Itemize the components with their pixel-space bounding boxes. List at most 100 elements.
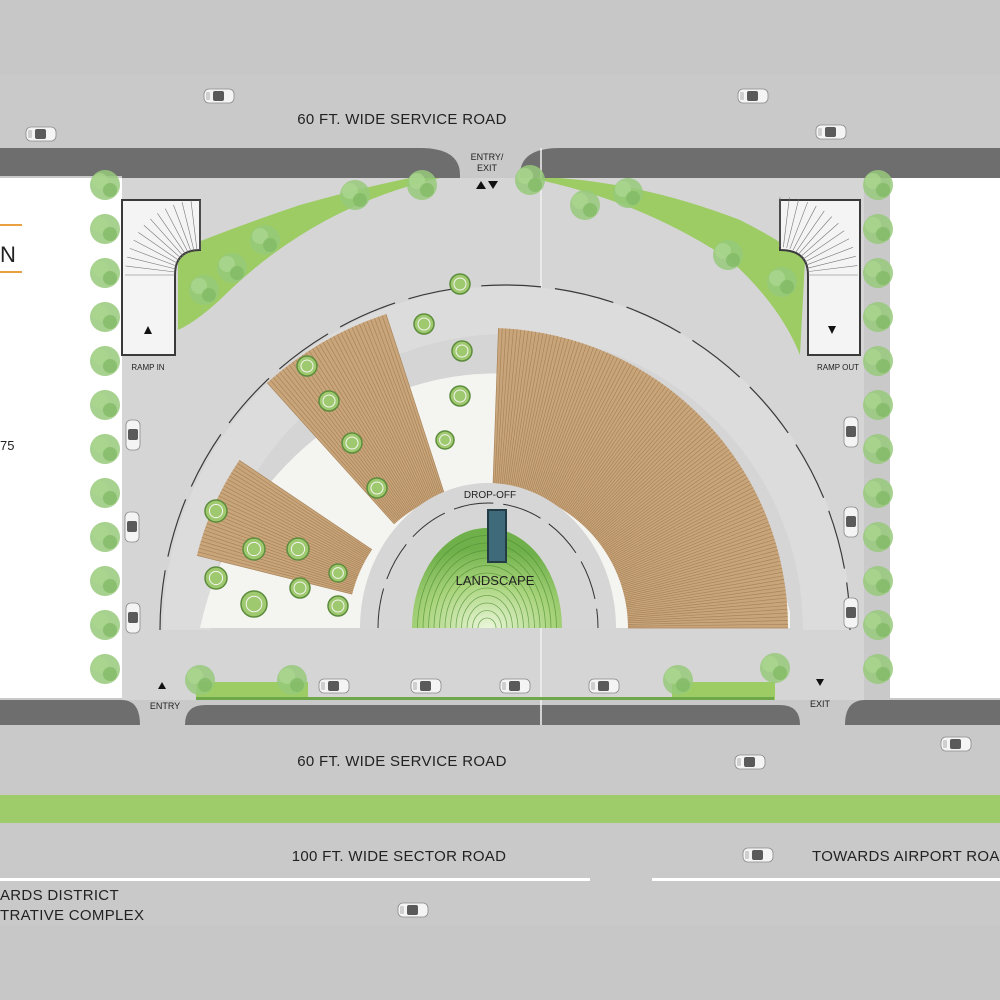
- tree-icon: [863, 214, 893, 244]
- planter: [286, 537, 310, 561]
- car-top-view-icon: [25, 126, 57, 142]
- tree-icon: [277, 665, 307, 695]
- water-feature: [487, 509, 507, 563]
- planter: [328, 563, 348, 583]
- car-top-view-icon: [737, 88, 769, 104]
- tree-icon: [713, 240, 743, 270]
- ramp-out-label: RAMP OUT: [817, 363, 859, 372]
- wood-sector-left: [196, 460, 372, 595]
- tree-icon: [613, 178, 643, 208]
- car-top-view-icon: [499, 678, 531, 694]
- tree-icon: [217, 253, 247, 283]
- entry-exit-label-2: EXIT: [477, 163, 498, 173]
- tree-icon: [90, 522, 120, 552]
- planter: [366, 477, 388, 499]
- tree-icon: [90, 566, 120, 596]
- side-fragment-n: N: [0, 242, 16, 267]
- tree-icon: [185, 665, 215, 695]
- car-top-view-icon: [843, 506, 859, 538]
- car-top-view-icon: [410, 678, 442, 694]
- planter-circles: [204, 273, 473, 618]
- tree-icon: [515, 165, 545, 195]
- planter: [449, 273, 471, 295]
- tree-icon: [663, 665, 693, 695]
- planter: [449, 385, 471, 407]
- triangle-down-icon: [816, 679, 824, 686]
- tree-icon: [90, 478, 120, 508]
- car-top-view-icon: [843, 597, 859, 629]
- car-top-view-icon: [125, 419, 141, 451]
- tree-icon: [863, 654, 893, 684]
- planter: [204, 499, 228, 523]
- wood-sector-right: [492, 328, 788, 628]
- sector-road-label: 100 FT. WIDE SECTOR ROAD: [292, 848, 506, 865]
- planter: [451, 340, 473, 362]
- tree-icon: [863, 170, 893, 200]
- tree-icon: [863, 258, 893, 288]
- car-top-view-icon: [742, 847, 774, 863]
- tree-icon: [863, 302, 893, 332]
- towards-airport-label: TOWARDS AIRPORT ROA: [812, 848, 1000, 865]
- car-top-view-icon: [124, 511, 140, 543]
- car-top-view-icon: [734, 754, 766, 770]
- tree-icon: [90, 434, 120, 464]
- towards-district-label-2: TRATIVE COMPLEX: [0, 907, 144, 924]
- tree-icon: [90, 302, 120, 332]
- car-top-view-icon: [815, 124, 847, 140]
- car-top-view-icon: [397, 902, 429, 918]
- triangle-up-icon: [476, 181, 486, 189]
- tree-icon: [90, 654, 120, 684]
- planter: [289, 577, 311, 599]
- tree-icon: [90, 214, 120, 244]
- triangle-up-icon: [158, 682, 166, 689]
- tree-icon: [863, 610, 893, 640]
- car-top-view-icon: [940, 736, 972, 752]
- entry-label: ENTRY: [150, 701, 180, 711]
- planter: [242, 537, 266, 561]
- tree-icon: [90, 170, 120, 200]
- planter: [435, 430, 455, 450]
- tree-icon: [863, 522, 893, 552]
- tree-icon: [863, 566, 893, 596]
- tree-icon: [570, 190, 600, 220]
- planter: [204, 566, 228, 590]
- top-service-road-label: 60 FT. WIDE SERVICE ROAD: [297, 111, 506, 128]
- triangle-down-icon: [488, 181, 498, 189]
- tree-icon: [863, 346, 893, 376]
- bottom-service-road-label: 60 FT. WIDE SERVICE ROAD: [297, 753, 506, 770]
- planter: [296, 355, 318, 377]
- landscape-label: LANDSCAPE: [456, 573, 535, 588]
- ramp-out: [779, 197, 861, 356]
- tree-icon: [90, 258, 120, 288]
- tree-icon: [767, 267, 797, 297]
- towards-district-label: ARDS DISTRICT: [0, 887, 119, 904]
- car-top-view-icon: [125, 602, 141, 634]
- tree-icon: [863, 478, 893, 508]
- planter: [240, 590, 268, 618]
- drop-off-label: DROP-OFF: [464, 490, 516, 501]
- ramp-in-label: RAMP IN: [131, 363, 164, 372]
- planter: [327, 595, 349, 617]
- tree-icon: [90, 610, 120, 640]
- car-top-view-icon: [843, 416, 859, 448]
- tree-icon: [90, 390, 120, 420]
- accent-line: [0, 271, 22, 273]
- car-top-view-icon: [203, 88, 235, 104]
- car-top-view-icon: [318, 678, 350, 694]
- planter: [318, 390, 340, 412]
- tree-icon: [760, 653, 790, 683]
- tree-icon: [90, 346, 120, 376]
- ramp-in: [121, 199, 201, 356]
- tree-icon: [407, 170, 437, 200]
- exit-label: EXIT: [810, 699, 831, 709]
- planter: [341, 432, 363, 454]
- entry-exit-label: ENTRY/: [471, 152, 504, 162]
- tree-icon: [340, 180, 370, 210]
- side-fragment-75: 75: [0, 438, 14, 453]
- planter: [413, 313, 435, 335]
- car-top-view-icon: [588, 678, 620, 694]
- accent-line: [0, 224, 22, 226]
- tree-icon: [863, 390, 893, 420]
